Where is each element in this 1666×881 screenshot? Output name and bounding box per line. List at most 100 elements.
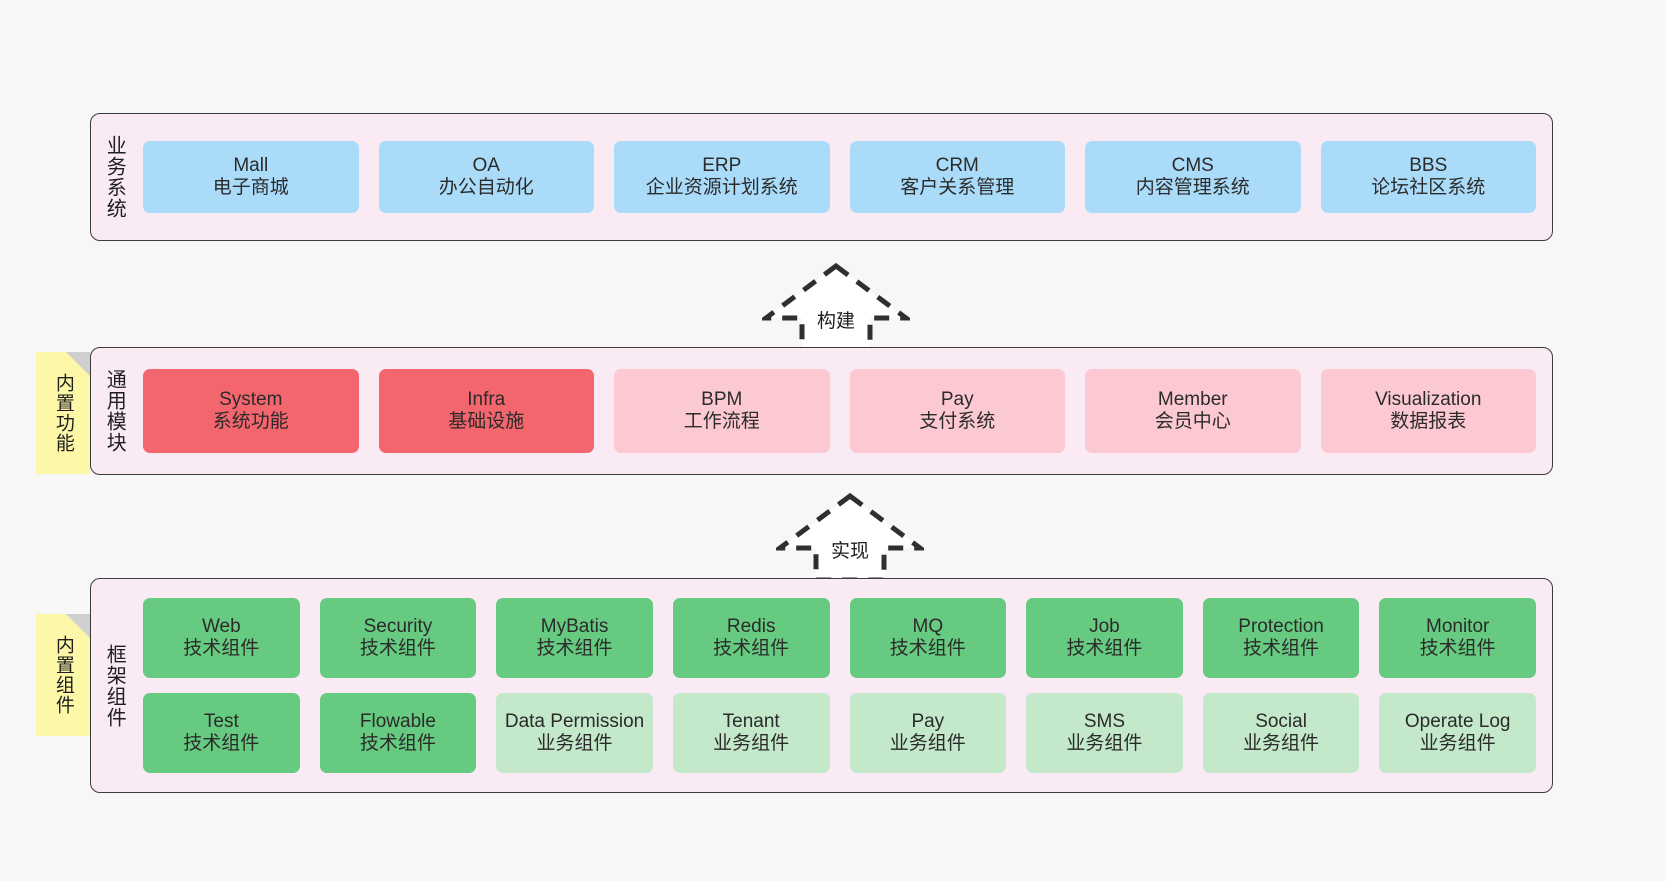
node-data-permission[interactable]: Data Permission 业务组件: [496, 693, 653, 773]
node-label-cn: 技术组件: [713, 638, 790, 659]
node-label-cn: 技术组件: [889, 638, 966, 659]
node-label-cn: 论坛社区系统: [1371, 177, 1486, 198]
node-mq[interactable]: MQ 技术组件: [849, 598, 1007, 678]
node-label-cn: 技术组件: [536, 638, 613, 659]
node-label-cn: 工作流程: [683, 411, 760, 432]
node-label-en: BPM: [701, 388, 743, 410]
node-label-en: Infra: [467, 388, 506, 410]
node-label-cn: 基础设施: [448, 411, 525, 432]
node-label-cn: 技术组件: [1066, 638, 1143, 659]
node-label-cn: 企业资源计划系统: [645, 177, 798, 198]
node-system[interactable]: System 系统功能: [143, 369, 359, 453]
node-label-en: CMS: [1171, 154, 1214, 176]
layer-body-business: Mall 电子商城 OA 办公自动化 ERP 企业资源计划系统 CRM 客户关系…: [137, 114, 1552, 240]
layer-title-business: 业务系统: [103, 135, 126, 219]
node-label-en: ERP: [702, 154, 742, 176]
node-label-cn: 电子商城: [212, 177, 289, 198]
layer-common-modules: 通用模块 System 系统功能 Infra 基础设施 BPM 工作流程 Pay…: [90, 347, 1553, 475]
node-mall[interactable]: Mall 电子商城: [143, 141, 359, 213]
node-label-cn: 业务组件: [1243, 733, 1320, 754]
layer-row: Test 技术组件 Flowable 技术组件 Data Permission …: [143, 693, 1536, 773]
node-crm[interactable]: CRM 客户关系管理: [849, 141, 1065, 213]
node-redis[interactable]: Redis 技术组件: [672, 598, 830, 678]
node-label-cn: 业务组件: [713, 733, 790, 754]
node-pay-component[interactable]: Pay 业务组件: [849, 693, 1007, 773]
node-label-en: MyBatis: [540, 615, 609, 637]
node-label-cn: 办公自动化: [438, 177, 534, 198]
arrow-build-label: 构建: [816, 311, 855, 332]
node-label-en: OA: [472, 154, 500, 176]
node-label-cn: 业务组件: [1419, 733, 1496, 754]
arrow-build: 构建: [762, 262, 910, 352]
node-label-cn: 客户关系管理: [900, 177, 1015, 198]
node-label-en: Test: [203, 710, 239, 732]
node-label-cn: 技术组件: [359, 733, 436, 754]
layer-row: System 系统功能 Infra 基础设施 BPM 工作流程 Pay 支付系统…: [143, 369, 1536, 453]
node-operate-log[interactable]: Operate Log 业务组件: [1379, 693, 1536, 773]
node-member[interactable]: Member 会员中心: [1085, 369, 1301, 453]
node-social[interactable]: Social 业务组件: [1202, 693, 1360, 773]
node-protection[interactable]: Protection 技术组件: [1202, 598, 1360, 678]
node-cms[interactable]: CMS 内容管理系统: [1085, 141, 1301, 213]
node-label-en: CRM: [935, 154, 979, 176]
node-job[interactable]: Job 技术组件: [1026, 598, 1183, 678]
layer-business-systems: 业务系统 Mall 电子商城 OA 办公自动化 ERP 企业资源计划系统 CRM…: [90, 113, 1553, 241]
node-label-cn: 技术组件: [1419, 638, 1496, 659]
node-label-cn: 系统功能: [212, 411, 289, 432]
node-label-cn: 支付系统: [919, 411, 996, 432]
node-label-en: Pay: [940, 388, 974, 410]
node-label-en: Monitor: [1426, 615, 1490, 637]
node-test[interactable]: Test 技术组件: [143, 693, 300, 773]
node-label-cn: 内容管理系统: [1135, 177, 1250, 198]
node-infra[interactable]: Infra 基础设施: [378, 369, 594, 453]
node-label-en: System: [219, 388, 283, 410]
layer-framework-components: 框架组件 Web 技术组件 Security 技术组件 MyBatis 技术组件…: [90, 578, 1553, 793]
node-label-en: Social: [1255, 710, 1307, 732]
node-mybatis[interactable]: MyBatis 技术组件: [496, 598, 653, 678]
node-sms[interactable]: SMS 业务组件: [1026, 693, 1183, 773]
note-builtin-components: 内置组件: [36, 614, 90, 736]
node-security[interactable]: Security 技术组件: [319, 598, 477, 678]
node-label-en: Operate Log: [1404, 710, 1511, 732]
node-pay-module[interactable]: Pay 支付系统: [849, 369, 1065, 453]
node-label-cn: 技术组件: [183, 733, 260, 754]
node-label-en: Tenant: [722, 710, 780, 732]
node-label-en: Job: [1089, 615, 1120, 637]
layer-title-framework: 框架组件: [103, 643, 126, 728]
node-label-en: Security: [363, 615, 433, 637]
node-bbs[interactable]: BBS 论坛社区系统: [1320, 141, 1536, 213]
layer-row: Web 技术组件 Security 技术组件 MyBatis 技术组件 Redi…: [143, 598, 1536, 678]
node-label-en: Web: [201, 615, 241, 637]
note-label: 内置组件: [52, 635, 74, 715]
node-visualization[interactable]: Visualization 数据报表: [1320, 369, 1536, 453]
note-label: 内置功能: [52, 373, 74, 453]
node-label-en: Protection: [1238, 615, 1324, 637]
node-label-cn: 技术组件: [1243, 638, 1320, 659]
node-label-en: SMS: [1083, 710, 1126, 732]
node-tenant[interactable]: Tenant 业务组件: [672, 693, 830, 773]
node-label-en: Flowable: [359, 710, 436, 732]
node-label-cn: 业务组件: [536, 733, 613, 754]
note-builtin-functions: 内置功能: [36, 352, 90, 474]
node-label-cn: 会员中心: [1154, 411, 1231, 432]
node-label-en: Visualization: [1375, 388, 1482, 410]
node-oa[interactable]: OA 办公自动化: [378, 141, 594, 213]
node-erp[interactable]: ERP 企业资源计划系统: [614, 141, 830, 213]
node-monitor[interactable]: Monitor 技术组件: [1379, 598, 1536, 678]
node-label-cn: 数据报表: [1390, 411, 1467, 432]
node-bpm[interactable]: BPM 工作流程: [614, 369, 830, 453]
node-label-en: Data Permission: [504, 710, 645, 732]
layer-body-common: System 系统功能 Infra 基础设施 BPM 工作流程 Pay 支付系统…: [137, 348, 1552, 474]
node-label-cn: 业务组件: [889, 733, 966, 754]
layer-title-common: 通用模块: [103, 369, 126, 453]
node-flowable[interactable]: Flowable 技术组件: [319, 693, 477, 773]
node-label-en: MQ: [912, 615, 944, 637]
node-label-cn: 业务组件: [1066, 733, 1143, 754]
layer-body-framework: Web 技术组件 Security 技术组件 MyBatis 技术组件 Redi…: [137, 579, 1552, 792]
node-label-en: Redis: [726, 615, 776, 637]
node-web[interactable]: Web 技术组件: [143, 598, 300, 678]
node-label-en: BBS: [1409, 154, 1448, 176]
node-label-en: Member: [1157, 388, 1228, 410]
node-label-cn: 技术组件: [359, 638, 436, 659]
